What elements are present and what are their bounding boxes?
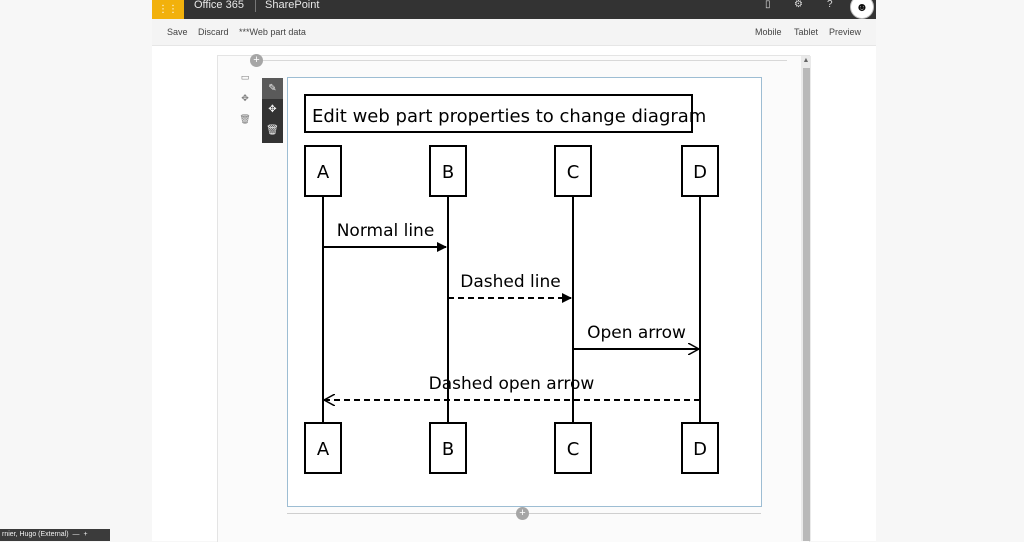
help-icon[interactable]: ? <box>827 0 833 10</box>
move-section-icon[interactable]: ✥ <box>241 93 249 103</box>
scrollbar-thumb[interactable] <box>803 68 810 541</box>
participant-c-bottom-label: C <box>567 439 580 460</box>
app-launcher-button[interactable]: ⋮⋮ <box>152 0 184 19</box>
move-webpart-icon[interactable]: ✥ <box>268 104 277 115</box>
participant-d-bottom-label: D <box>693 439 707 460</box>
sharepoint-link[interactable]: SharePoint <box>265 0 320 11</box>
diagram-title-box <box>304 94 693 133</box>
participant-c-top-box <box>554 145 592 197</box>
bell-icon[interactable]: ▯ <box>765 0 771 10</box>
avatar[interactable]: ☻ <box>850 0 874 19</box>
participant-a-bottom-label: A <box>317 439 330 460</box>
suite-bar: ⋮⋮ Office 365 SharePoint ▯ ⚙ ? ☻ <box>152 0 876 19</box>
user-status-bar: rnier, Hugo (External) — + <box>0 529 110 541</box>
tablet-button[interactable]: Tablet <box>794 27 819 37</box>
edit-pencil-icon[interactable]: ✎ <box>262 78 283 99</box>
delete-webpart-icon[interactable]: 🗑 <box>266 125 279 136</box>
sequence-diagram-webpart[interactable]: Edit web part properties to change diagr… <box>287 77 762 507</box>
command-bar: Save Discard ***Web part data Mobile Tab… <box>152 19 876 46</box>
save-button[interactable]: Save <box>167 27 188 37</box>
user-name: rnier, Hugo (External) <box>2 531 69 538</box>
minimize-icon[interactable]: — <box>72 531 80 538</box>
participant-b-top-label: B <box>442 162 454 183</box>
participant-a-bottom-box <box>304 422 342 474</box>
office-365-link[interactable]: Office 365 <box>194 0 244 11</box>
gear-icon[interactable]: ⚙ <box>794 0 803 10</box>
mobile-button[interactable]: Mobile <box>755 27 782 37</box>
diagram-title: Edit web part properties to change diagr… <box>312 106 706 127</box>
preview-button[interactable]: Preview <box>829 27 862 37</box>
add-webpart-button[interactable]: + <box>516 507 529 520</box>
participant-c-bottom-box <box>554 422 592 474</box>
participant-d-top-label: D <box>693 162 707 183</box>
webpart-toolbar: ✎ ✥ 🗑 <box>262 78 283 143</box>
delete-section-icon[interactable]: 🗑 <box>239 114 251 124</box>
discard-button[interactable]: Discard <box>198 27 229 37</box>
suite-separator <box>255 0 256 12</box>
plus-icon[interactable]: + <box>83 531 88 538</box>
section-toolbar: ▭ ✥ 🗑 <box>236 72 254 135</box>
edit-section-icon[interactable]: ▭ <box>240 72 250 82</box>
participant-a-top-label: A <box>317 162 330 183</box>
participant-b-bottom-label: B <box>442 439 454 460</box>
participant-d-top-box <box>681 145 719 197</box>
add-section-button[interactable]: + <box>250 54 263 67</box>
participant-b-bottom-box <box>429 422 467 474</box>
sequence-diagram: Edit web part properties to change diagr… <box>304 94 719 474</box>
page-title: ***Web part data <box>239 27 306 37</box>
waffle-icon: ⋮⋮ <box>158 4 178 15</box>
message-label-2: Dashed line <box>460 272 560 292</box>
message-label-3: Open arrow <box>587 323 686 343</box>
participant-d-bottom-box <box>681 422 719 474</box>
message-label-1: Normal line <box>337 221 435 241</box>
participant-b-top-box <box>429 145 467 197</box>
participant-c-top-label: C <box>567 162 580 183</box>
message-label-4: Dashed open arrow <box>429 374 595 394</box>
participant-a-top-box <box>304 145 342 197</box>
section-top-divider <box>262 60 787 61</box>
scroll-up-arrow[interactable]: ▲ <box>802 57 810 64</box>
